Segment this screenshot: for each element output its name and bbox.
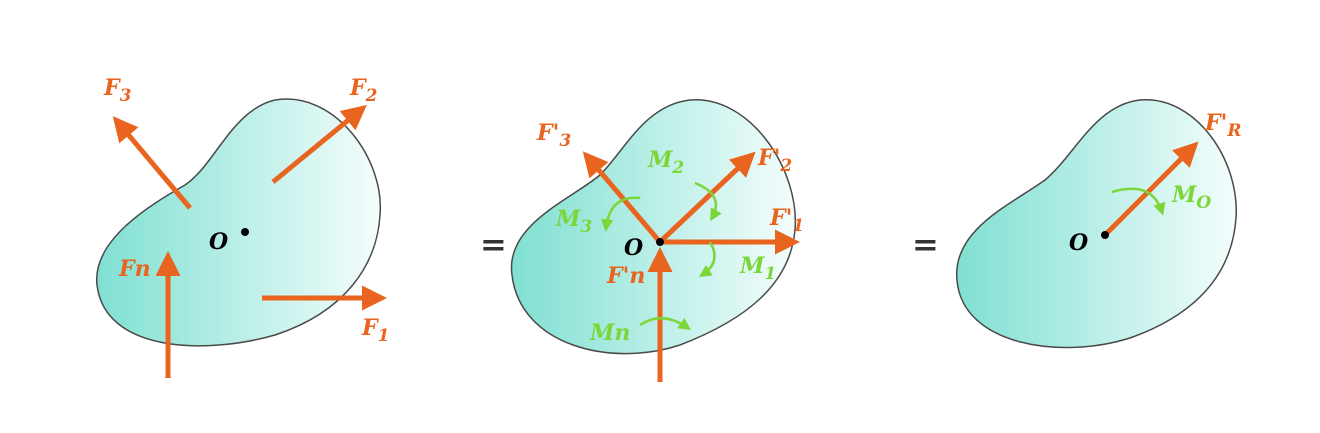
force-fn-label: Fn [118, 256, 151, 282]
couple-m2-arc [694, 181, 722, 222]
resultant-moment-label: MO [1171, 182, 1211, 213]
resultant-force-arrow [1103, 141, 1199, 237]
point-o-label: O [624, 235, 643, 261]
force-f3-prime-label: F'3 [536, 120, 571, 151]
point-o-label: O [209, 229, 228, 255]
couple-mn-label: Mn [589, 320, 630, 346]
couple-m3-label: M3 [555, 206, 592, 237]
rigid-body-1 [96, 98, 382, 347]
couple-m1-label: M1 [739, 253, 776, 284]
couple-m3-arc [600, 196, 641, 232]
force-f3-label: F3 [103, 75, 132, 106]
equals-sign-2: = [912, 225, 939, 263]
point-o-dot [1101, 231, 1109, 239]
force-fn-prime-label: F'n [606, 263, 645, 289]
force-f1-prime-label: F'1 [769, 205, 804, 236]
rigid-body-3 [956, 99, 1237, 349]
force-f1-label: F1 [361, 315, 389, 346]
resultant-force-label: F'R [1204, 110, 1242, 141]
point-o-dot [241, 228, 249, 236]
point-o-label: O [1069, 230, 1088, 256]
force-f3-arrow [112, 116, 192, 210]
force-f2-prime-arrow [658, 151, 756, 244]
force-f2-label: F2 [349, 75, 378, 106]
force-f2-arrow [271, 104, 367, 184]
force-f2-prime-label: F'2 [757, 145, 792, 176]
rigid-body-2 [510, 99, 797, 355]
panel-1-original-forces: O F3 F2 F1 Fn [96, 75, 389, 378]
couple-m2-label: M2 [647, 147, 684, 178]
force-f3-prime-arrow [582, 151, 662, 244]
couple-m1-arc [698, 241, 716, 278]
panel-3-resultant: O F'R MO [956, 99, 1242, 349]
resultant-couple-arc [1111, 187, 1166, 216]
panel-2-translated-forces-and-couples: O F'3 F'2 F'1 F'n M2 M3 M1 Mn [510, 99, 804, 382]
couple-mn-arc [639, 317, 692, 331]
point-o-dot [656, 238, 664, 246]
equals-sign-1: = [480, 225, 507, 263]
